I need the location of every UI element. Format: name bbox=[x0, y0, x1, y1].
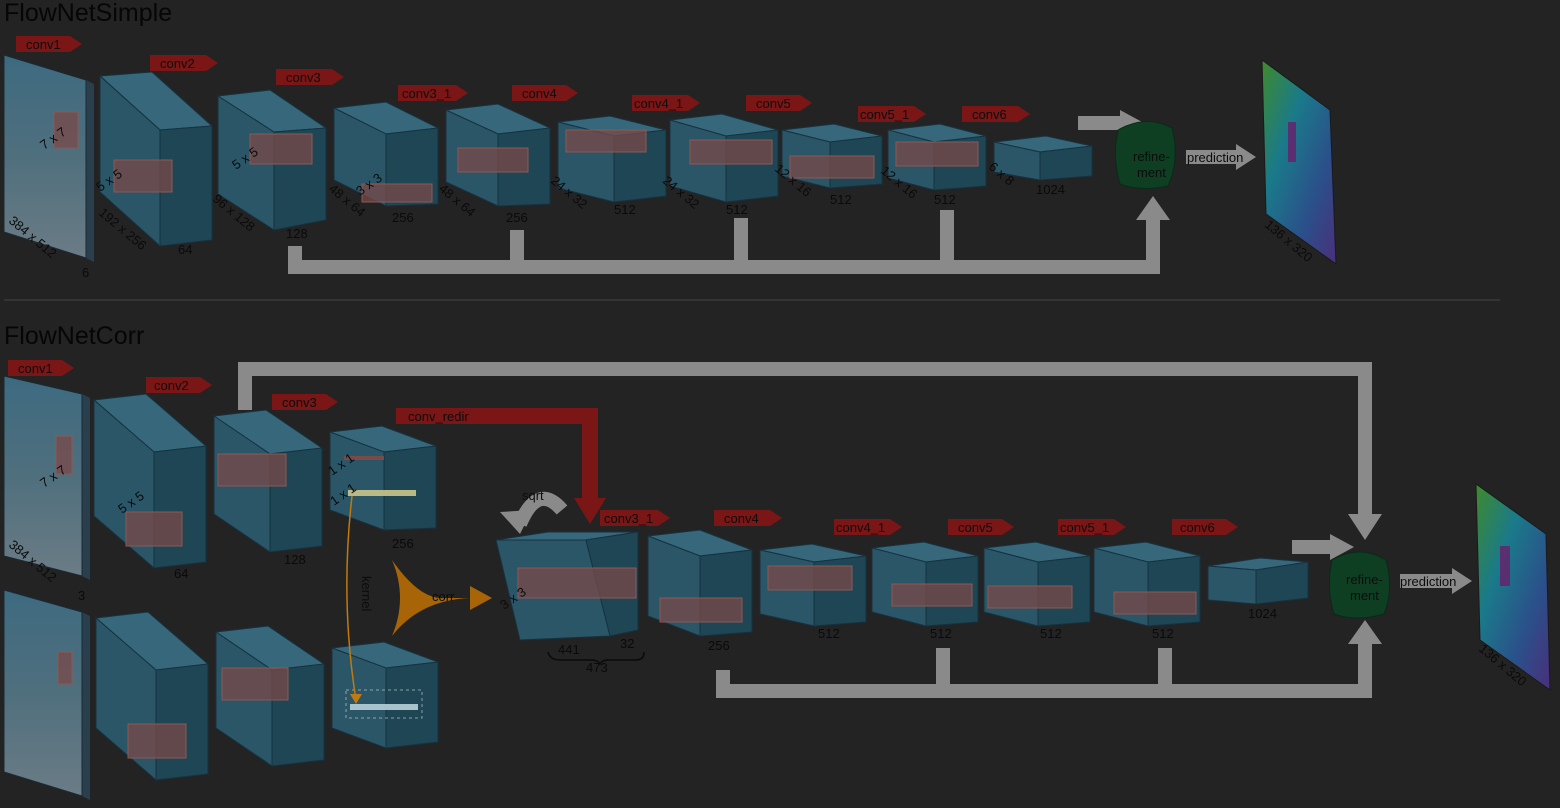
corr-label-conv3: conv3 bbox=[282, 395, 317, 410]
sqrt-arrow-head bbox=[500, 510, 532, 534]
corr-layer-arrows bbox=[8, 360, 1238, 535]
kernel-path bbox=[346, 495, 357, 701]
corr-ch-3: 256 bbox=[392, 536, 414, 551]
corr-label-conv4_1: conv4_1 bbox=[836, 520, 885, 535]
corr-label: corr bbox=[432, 589, 455, 604]
simple-block-512d bbox=[887, 123, 987, 191]
corr-prediction-label: prediction bbox=[1400, 574, 1456, 589]
corr-block-1024 bbox=[1207, 557, 1309, 605]
corr-label-conv5_1: conv5_1 bbox=[1060, 520, 1109, 535]
simple-ch-6: 512 bbox=[726, 202, 748, 217]
corr-label-conv3_1: conv3_1 bbox=[604, 511, 653, 526]
corr-top-block-128 bbox=[212, 409, 324, 553]
corr-ch-256: 256 bbox=[708, 638, 730, 653]
corr-refinement-shape bbox=[1328, 551, 1390, 619]
simple-block-512b bbox=[669, 113, 779, 203]
corr-input-top bbox=[3, 375, 90, 580]
simple-skip-connections bbox=[288, 110, 1170, 274]
simple-block-512c bbox=[781, 123, 883, 189]
corr-network: kernel corr sqrt conv_redir bbox=[3, 360, 1551, 800]
corr-bottom-block-64 bbox=[94, 611, 210, 782]
simple-ch-0: 6 bbox=[82, 265, 89, 280]
simple-ch-1: 64 bbox=[178, 242, 192, 257]
corr-label-conv_redir: conv_redir bbox=[408, 409, 469, 424]
corr-block-256 bbox=[647, 529, 753, 637]
kernel-arrow-head bbox=[350, 694, 362, 704]
corr-label-conv5: conv5 bbox=[958, 520, 993, 535]
corr-top-block-64 bbox=[92, 393, 208, 570]
corr-refine-2: ment bbox=[1350, 588, 1379, 603]
corr-block-512b bbox=[871, 541, 979, 627]
corr-block-512c bbox=[983, 541, 1091, 627]
corr-block-512a bbox=[759, 543, 867, 627]
input-image-stack bbox=[3, 54, 94, 262]
corr-merge-arrow bbox=[392, 560, 492, 636]
simple-refine-2: ment bbox=[1137, 165, 1166, 180]
simple-label-conv4: conv4 bbox=[522, 86, 557, 101]
corr-kernel-label: kernel bbox=[359, 576, 374, 612]
simple-label-conv5: conv5 bbox=[756, 96, 791, 111]
corr-ch-441: 441 bbox=[558, 642, 580, 657]
corr-top-skip bbox=[238, 362, 1382, 540]
simple-ch-5: 512 bbox=[614, 202, 636, 217]
corr-ch-2: 128 bbox=[284, 552, 306, 567]
simple-block-64 bbox=[98, 71, 214, 248]
corr-ch-1: 64 bbox=[174, 566, 188, 581]
simple-ch-4: 256 bbox=[506, 210, 528, 225]
simple-ch-8: 512 bbox=[934, 192, 956, 207]
corr-ch-473: 473 bbox=[586, 660, 608, 675]
simple-block-256b bbox=[444, 103, 552, 207]
simple-ch-9: 1024 bbox=[1036, 182, 1065, 197]
simple-prediction-arrow bbox=[1186, 144, 1256, 170]
corr-block-512d bbox=[1093, 541, 1201, 627]
corr-top-block-256 bbox=[329, 425, 437, 531]
corr-bottom-block-128 bbox=[214, 625, 326, 767]
corr-bottom-skip bbox=[716, 534, 1382, 698]
corr-label-conv1: conv1 bbox=[18, 361, 53, 376]
simple-label-conv4_1: conv4_1 bbox=[634, 96, 683, 111]
simple-block-128 bbox=[216, 89, 328, 231]
corr-ch-512a: 512 bbox=[818, 626, 840, 641]
title-flownet-corr: FlowNetCorr bbox=[4, 322, 144, 350]
corr-ch-0: 3 bbox=[78, 588, 85, 603]
simple-label-conv2: conv2 bbox=[160, 56, 195, 71]
corr-prediction-image bbox=[1475, 483, 1551, 691]
corr-ch-512b: 512 bbox=[930, 626, 952, 641]
simple-refinement-shape bbox=[1114, 121, 1176, 190]
simple-label-conv1: conv1 bbox=[26, 37, 61, 52]
corr-prediction-arrow bbox=[1400, 568, 1472, 594]
simple-label-conv3: conv3 bbox=[286, 70, 321, 85]
corr-brace bbox=[547, 651, 645, 666]
simple-ch-7: 512 bbox=[830, 192, 852, 207]
simple-block-256a bbox=[332, 101, 440, 207]
simple-prediction-image bbox=[1261, 58, 1337, 265]
simple-label-conv3_1: conv3_1 bbox=[402, 86, 451, 101]
simple-ch-3: 256 bbox=[392, 210, 414, 225]
simple-refine-1: refine- bbox=[1133, 149, 1170, 164]
title-flownet-simple: FlowNetSimple bbox=[4, 0, 172, 27]
corr-refine-1: refine- bbox=[1346, 572, 1383, 587]
corr-ch-512d: 512 bbox=[1152, 626, 1174, 641]
corr-label-conv6: conv6 bbox=[1180, 520, 1215, 535]
simple-label-conv5_1: conv5_1 bbox=[860, 107, 909, 122]
corr-input-bottom bbox=[3, 589, 90, 800]
corr-ch-1024: 1024 bbox=[1248, 606, 1277, 621]
conv-redir-arrow bbox=[396, 408, 606, 524]
sqrt-label: sqrt bbox=[522, 488, 544, 503]
corr-ch-512c: 512 bbox=[1040, 626, 1062, 641]
corr-label-conv2: conv2 bbox=[154, 378, 189, 393]
simple-ch-2: 128 bbox=[286, 226, 308, 241]
corr-block-473 bbox=[495, 531, 639, 641]
simple-network: conv1 conv2 conv3 conv3_1 conv4 conv4_1 … bbox=[3, 36, 1337, 280]
corr-ch-32: 32 bbox=[620, 636, 634, 651]
simple-label-conv6: conv6 bbox=[972, 107, 1007, 122]
simple-block-1024 bbox=[993, 135, 1093, 181]
simple-layer-arrows bbox=[16, 36, 1030, 122]
simple-block-512a bbox=[557, 115, 667, 203]
simple-prediction-label: prediction bbox=[1187, 150, 1243, 165]
corr-bottom-block-256 bbox=[331, 641, 439, 749]
corr-label-conv4: conv4 bbox=[724, 511, 759, 526]
